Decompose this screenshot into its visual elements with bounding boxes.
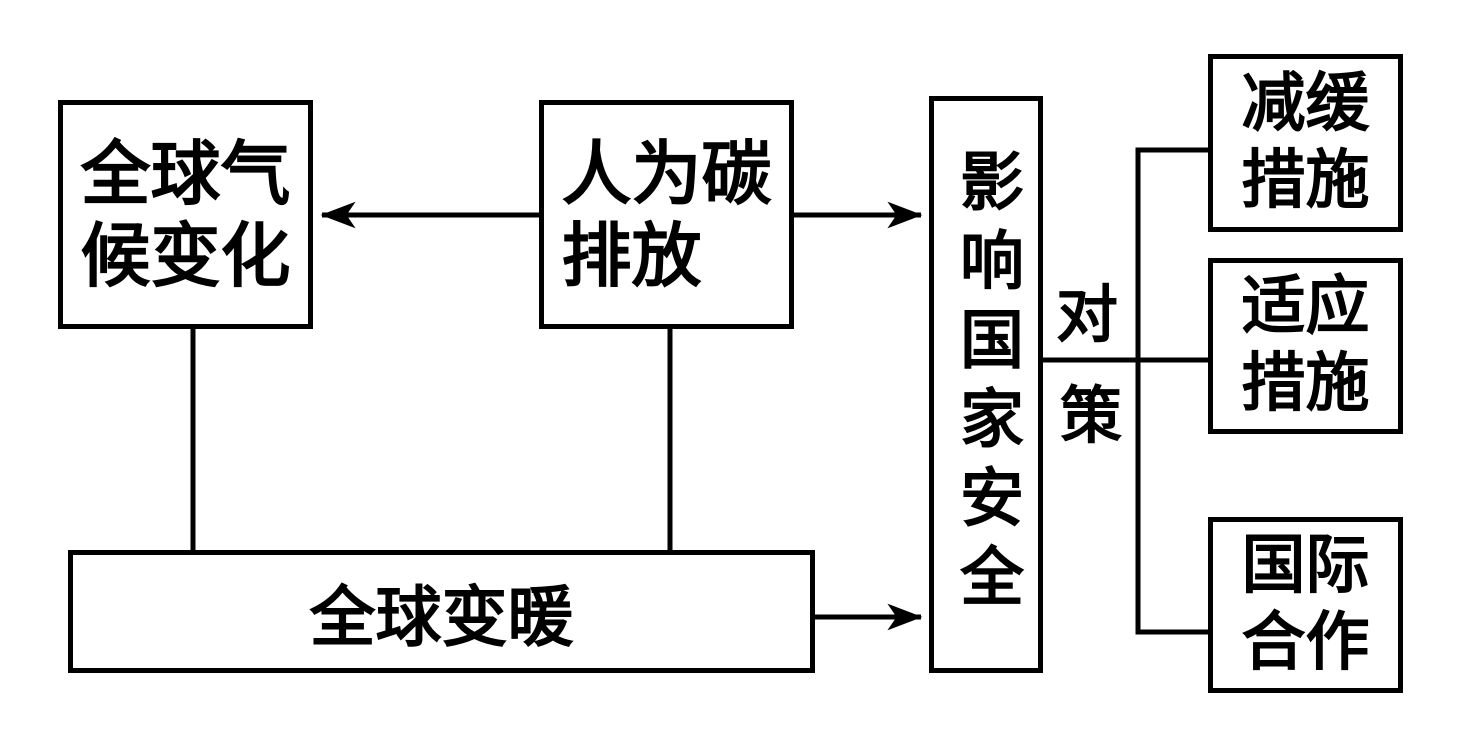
node-global-warming: 全球变暖 bbox=[68, 550, 815, 673]
node-affects-national-security: 影响国家安全 bbox=[929, 96, 1043, 673]
node-adaptation-measures-label: 适应 措施 bbox=[1242, 269, 1370, 423]
label-line: 人为碳 bbox=[561, 132, 772, 216]
label-line: 国际 bbox=[1241, 528, 1370, 604]
node-mitigation-measures-label: 减缓 措施 bbox=[1242, 66, 1370, 220]
label-line: 候变化 bbox=[80, 213, 291, 297]
node-global-climate-change-label: 全球气 候变化 bbox=[80, 132, 291, 297]
label-line: 合作 bbox=[1241, 605, 1370, 680]
node-global-climate-change: 全球气 候变化 bbox=[58, 100, 313, 329]
node-affects-national-security-label: 影响国家安全 bbox=[949, 147, 1024, 622]
node-international-cooperation-label: 国际 合作 bbox=[1242, 528, 1370, 682]
label-line: 排放 bbox=[561, 213, 702, 297]
edge-label-countermeasures-char-2: 策 bbox=[1059, 379, 1122, 452]
label-line: 适应 bbox=[1241, 269, 1370, 345]
label-line: 减缓 bbox=[1241, 66, 1370, 142]
node-global-warming-label: 全球变暖 bbox=[309, 577, 574, 656]
label-line: 措施 bbox=[1241, 346, 1370, 421]
node-mitigation-measures: 减缓 措施 bbox=[1208, 54, 1403, 232]
label-line: 全球气 bbox=[80, 132, 291, 216]
edge-label-countermeasures-char-1: 对 bbox=[1055, 278, 1118, 351]
node-anthropogenic-carbon-emissions-label: 人为碳 排放 bbox=[561, 132, 772, 297]
node-anthropogenic-carbon-emissions: 人为碳 排放 bbox=[539, 100, 794, 329]
node-adaptation-measures: 适应 措施 bbox=[1208, 258, 1403, 434]
node-international-cooperation: 国际 合作 bbox=[1208, 517, 1403, 693]
label-line: 措施 bbox=[1241, 143, 1370, 218]
bracket-branches bbox=[1135, 147, 1210, 635]
